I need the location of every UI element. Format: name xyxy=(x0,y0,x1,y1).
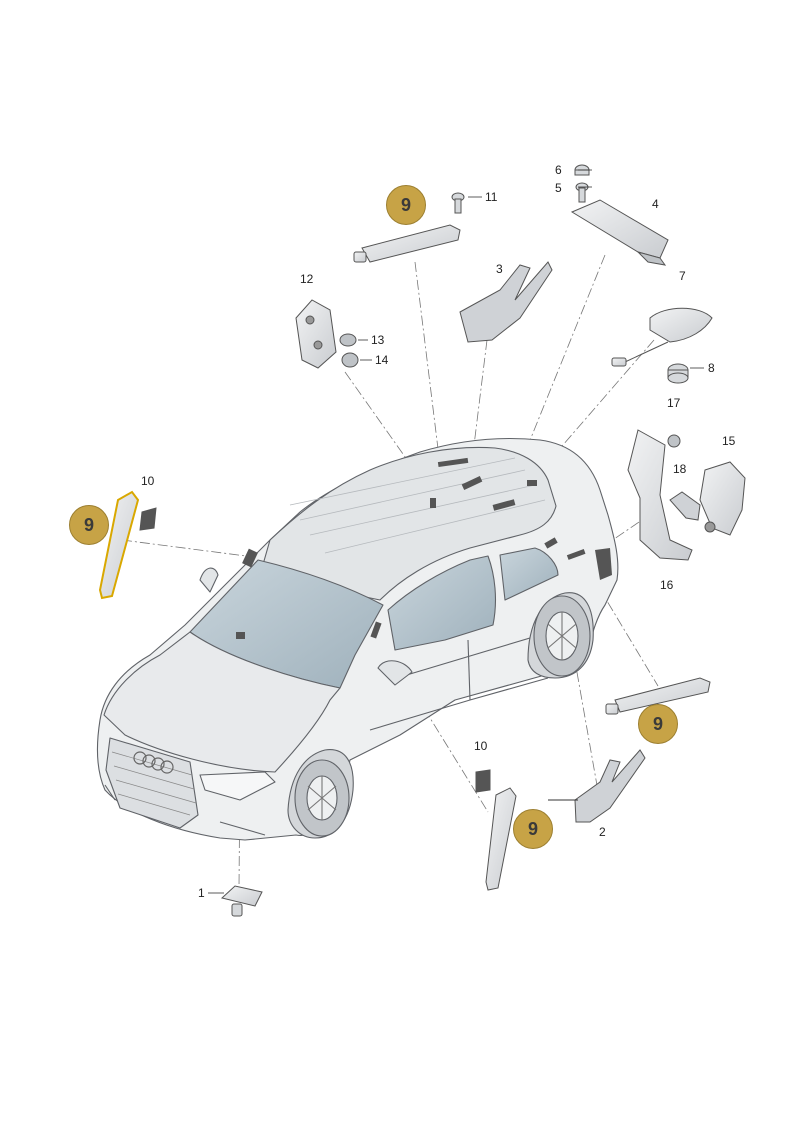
callout-11: 11 xyxy=(485,190,498,204)
part-16-bracket[interactable] xyxy=(627,429,693,561)
callout-7: 7 xyxy=(679,269,686,283)
part-18-clip[interactable] xyxy=(669,491,701,521)
part-9-antenna-roof[interactable] xyxy=(353,224,461,263)
callout-10-lower: 10 xyxy=(474,739,488,753)
part-10-pad-lower[interactable] xyxy=(475,769,491,793)
callout-5: 5 xyxy=(555,181,562,195)
part-3-bracket[interactable] xyxy=(459,261,553,343)
callout-13: 13 xyxy=(371,333,385,347)
part-14-clip[interactable] xyxy=(341,352,359,368)
callout-14: 14 xyxy=(375,353,389,367)
part-5-screw[interactable] xyxy=(575,182,589,203)
part-11-bolt[interactable] xyxy=(451,192,465,214)
part-9-antenna-lower[interactable] xyxy=(485,787,517,891)
part-7-antenna-cap[interactable] xyxy=(611,307,713,367)
part-9-antenna-right[interactable] xyxy=(605,677,711,715)
badge-9-lower[interactable]: 9 xyxy=(513,809,553,849)
part-15-bracket[interactable] xyxy=(699,461,746,536)
callout-3: 3 xyxy=(496,262,503,276)
callout-15: 15 xyxy=(722,434,736,448)
badge-9-left[interactable]: 9 xyxy=(69,505,109,545)
callout-17: 17 xyxy=(667,396,681,410)
callout-18: 18 xyxy=(673,462,687,476)
callout-16: 16 xyxy=(660,578,674,592)
callout-8: 8 xyxy=(708,361,715,375)
part-4-module[interactable] xyxy=(570,199,669,266)
part-1-sensor[interactable] xyxy=(220,885,263,917)
part-13-clip[interactable] xyxy=(339,333,357,347)
callout-6: 6 xyxy=(555,163,562,177)
label-arrows xyxy=(208,169,704,894)
badge-9-right[interactable]: 9 xyxy=(638,704,678,744)
callout-1: 1 xyxy=(198,886,205,900)
car-body xyxy=(96,437,619,841)
callout-10-left: 10 xyxy=(141,474,155,488)
callout-4: 4 xyxy=(652,197,659,211)
part-12-bracket[interactable] xyxy=(295,299,337,369)
part-2-bracket[interactable] xyxy=(548,749,646,823)
leader-lines xyxy=(121,254,659,889)
callout-2: 2 xyxy=(599,825,606,839)
callout-12: 12 xyxy=(300,272,314,286)
part-10-pad-left[interactable] xyxy=(139,507,157,531)
part-8-nut[interactable] xyxy=(667,363,689,384)
part-17-nut[interactable] xyxy=(667,434,681,448)
badge-9-top[interactable]: 9 xyxy=(386,185,426,225)
part-9-antenna-left[interactable] xyxy=(98,490,140,600)
